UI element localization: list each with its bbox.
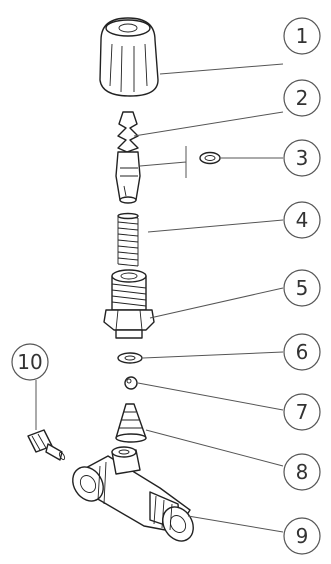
callout-number: 4 <box>296 208 309 232</box>
callout-number: 8 <box>296 460 309 484</box>
part-2-barbed-nipple <box>115 111 141 204</box>
callout-number: 5 <box>296 276 309 300</box>
part-10-fitting <box>27 429 66 461</box>
part-1-cap-nut <box>99 17 159 97</box>
part-8-conical-seat <box>115 403 147 443</box>
part-5-valve-body <box>103 269 155 339</box>
callout-number: 1 <box>296 24 309 48</box>
part-6-washer <box>117 352 143 364</box>
callout-number: 10 <box>17 350 42 374</box>
callout-number: 7 <box>296 400 309 424</box>
callout-5: 5 <box>283 269 321 307</box>
part-3-o-ring <box>199 151 221 165</box>
callout-6: 6 <box>283 333 321 371</box>
callout-1: 1 <box>283 17 321 55</box>
part-4-spring <box>117 212 139 267</box>
callout-10: 10 <box>11 343 49 381</box>
part-7-ball <box>124 376 138 390</box>
callout-7: 7 <box>283 393 321 431</box>
callout-number: 2 <box>296 86 309 110</box>
callout-2: 2 <box>283 79 321 117</box>
callout-4: 4 <box>283 201 321 239</box>
callout-number: 3 <box>296 146 309 170</box>
leader-lines <box>35 63 284 533</box>
callout-3: 3 <box>283 139 321 177</box>
callout-number: 6 <box>296 340 309 364</box>
part-9-tee-body <box>72 446 194 542</box>
callout-8: 8 <box>283 453 321 491</box>
callout-9: 9 <box>283 517 321 555</box>
callout-number: 9 <box>296 524 309 548</box>
